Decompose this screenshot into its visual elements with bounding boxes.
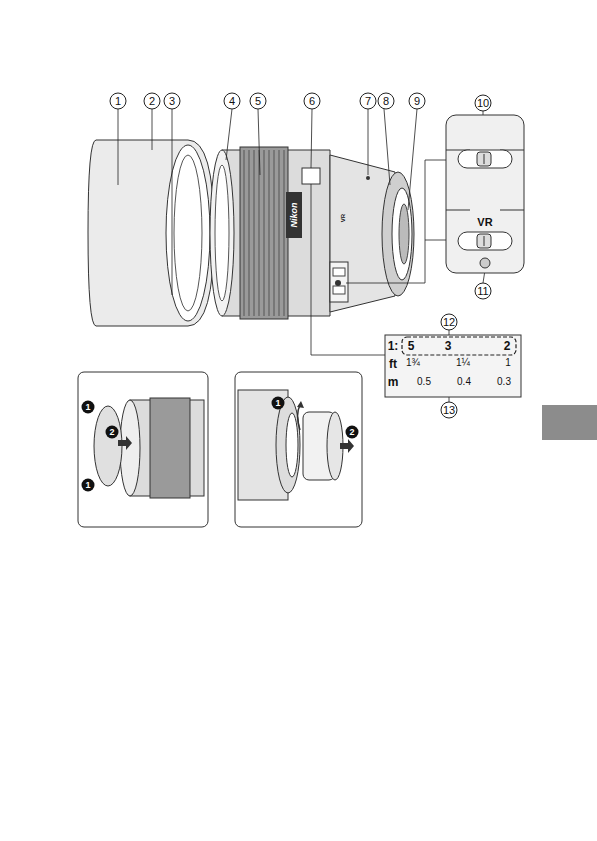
- scale-marking: 1¼: [456, 358, 470, 368]
- scale-marking: m: [388, 376, 399, 388]
- scale-marking: 1¾: [406, 358, 420, 368]
- callout-number: 7: [360, 93, 377, 110]
- callout-number: 13: [441, 402, 458, 419]
- callout-number: 11: [475, 283, 492, 300]
- callout-number: 9: [409, 93, 426, 110]
- switch-marking: VR: [477, 217, 492, 228]
- scale-marking: 1:: [388, 340, 399, 352]
- scale-marking: 0.4: [457, 377, 471, 387]
- callout-number: 12: [441, 314, 458, 331]
- switch-marking: VR: [340, 214, 346, 222]
- callout-number: 1: [110, 93, 127, 110]
- step-number: 2: [106, 426, 119, 439]
- scale-marking: 5: [408, 340, 415, 352]
- scale-marking: 1: [505, 358, 511, 368]
- callout-number: 6: [304, 93, 321, 110]
- scale-marking: 0.3: [497, 377, 511, 387]
- callout-number: 4: [224, 93, 241, 110]
- callout-number: 8: [378, 93, 395, 110]
- step-number: 2: [346, 426, 359, 439]
- scale-marking: 0.5: [417, 377, 431, 387]
- step-number: 1: [82, 401, 95, 414]
- callout-number: 2: [144, 93, 161, 110]
- step-number: 1: [272, 397, 285, 410]
- callout-number: 10: [475, 95, 492, 112]
- brand-marking: Nikon: [290, 202, 299, 227]
- scale-marking: 2: [504, 340, 511, 352]
- callout-number: 3: [164, 93, 181, 110]
- scale-marking: ft: [389, 358, 397, 370]
- scale-marking: 3: [445, 340, 452, 352]
- callout-number: 5: [250, 93, 267, 110]
- step-number: 1: [82, 479, 95, 492]
